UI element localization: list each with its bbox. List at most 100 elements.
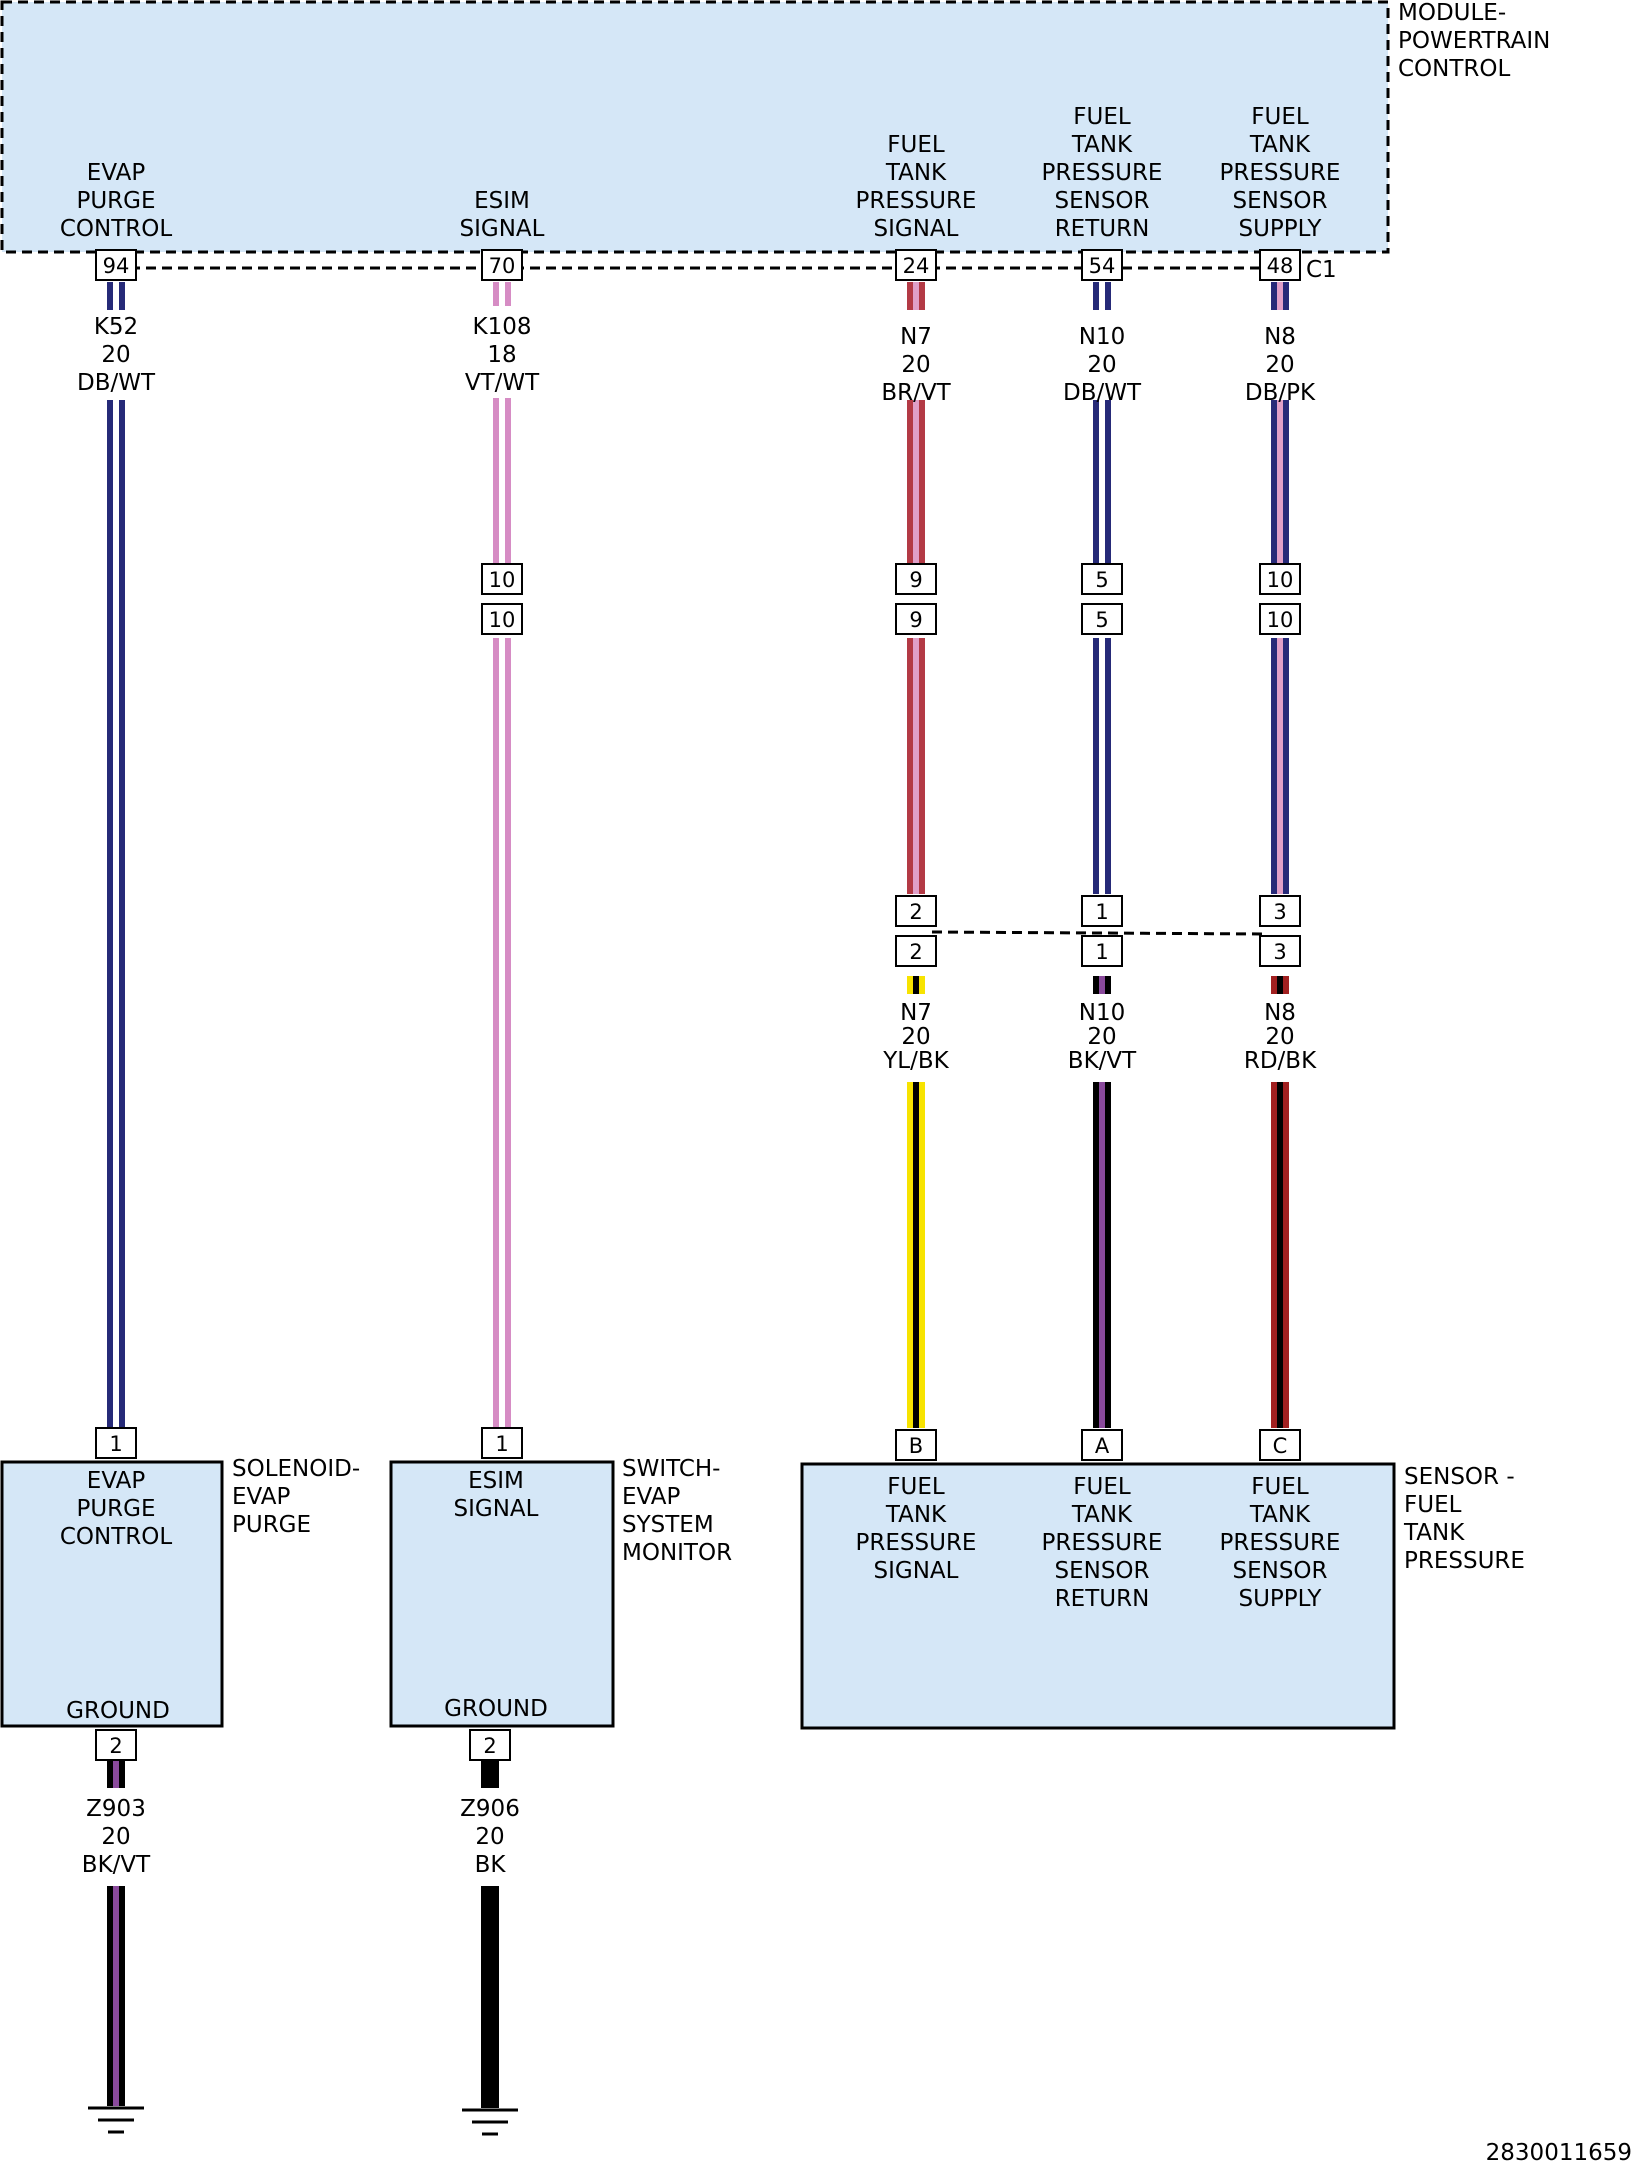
inline-connector-2-pin — [895, 895, 937, 927]
sensor-name: SENSOR - — [1404, 1464, 1515, 1490]
wire-z903-tracer — [113, 1886, 119, 2106]
pcm-pin-label: TANK — [1071, 132, 1133, 158]
wire-n8-upper-tracer — [1277, 400, 1283, 564]
pcm-pin-label: SIGNAL — [874, 216, 959, 242]
circuit-label: DB/WT — [77, 370, 156, 396]
switch-pin-1-label: 1 — [495, 1432, 508, 1456]
diagram-labels: MODULE-POWERTRAINCONTROLC1EVAPPURGECONTR… — [60, 0, 1632, 2166]
wire-n8-upper-tracer — [1277, 282, 1283, 310]
inline-connector-line — [931, 930, 1265, 936]
sensor-pin-C — [1259, 1429, 1301, 1461]
inline-connector-1-pin-label: 9 — [909, 608, 922, 632]
inline-connector-2-pin — [1081, 895, 1123, 927]
circuit-label: 20 — [1265, 1024, 1294, 1050]
ground-circuit-label: 20 — [101, 1824, 130, 1850]
wire-n10-upper-tracer — [1099, 282, 1105, 310]
pcm-pin-label: PRESSURE — [856, 188, 977, 214]
inline-connector-2-pin-label: 2 — [909, 900, 922, 924]
switch-pin-1 — [481, 1427, 523, 1459]
inline-connector-1-pin — [481, 563, 523, 595]
circuit-label: N7 — [900, 1000, 932, 1026]
circuit-label: 20 — [901, 352, 930, 378]
wire-z906 — [481, 1760, 499, 1788]
pcm-name: POWERTRAIN — [1398, 28, 1550, 54]
ground-circuit-label: Z903 — [86, 1796, 146, 1822]
solenoid-pin-2 — [95, 1729, 137, 1761]
inline-connector-2-pin-label: 1 — [1095, 900, 1108, 924]
wire-k52-tracer — [113, 400, 119, 1428]
inline-connector-2-pin-label: 3 — [1273, 900, 1286, 924]
wire-n8-lower-tracer — [1277, 976, 1283, 994]
inline-connector-2-pin — [1259, 895, 1301, 927]
wire-n7-upper-tracer — [913, 400, 919, 564]
wire-z906 — [481, 1886, 499, 2108]
inline-connector-1-pin — [895, 603, 937, 635]
pcm-pin-label: SENSOR — [1232, 188, 1327, 214]
ground-circuit-label: Z906 — [460, 1796, 520, 1822]
inline-connector-1-pin — [1259, 563, 1301, 595]
switch-signal-label: SIGNAL — [454, 1496, 539, 1522]
inline-connector-1-pin-label: 10 — [1267, 608, 1294, 632]
switch-signal-label: ESIM — [468, 1468, 524, 1494]
pcm-pin-label: PRESSURE — [1042, 160, 1163, 186]
inline-connector-2-pin-label: 2 — [909, 940, 922, 964]
circuit-label: BK/VT — [1068, 1048, 1137, 1074]
sensor-pin-B — [895, 1429, 937, 1461]
switch-pin-2-label: 2 — [483, 1734, 496, 1758]
wire-n7-upper-tracer — [913, 282, 919, 310]
inline-connector-1-pin-label: 5 — [1095, 608, 1108, 632]
inline-connector-1-pin-label: 10 — [1267, 568, 1294, 592]
circuit-label: K108 — [473, 314, 532, 340]
sensor-pin-C-label: C — [1273, 1434, 1288, 1458]
sensor-pin-A — [1081, 1429, 1123, 1461]
pcm-pin-label: FUEL — [1251, 104, 1309, 130]
circuit-label: 20 — [101, 342, 130, 368]
inline-connector-1-pin-label: 10 — [489, 568, 516, 592]
pcm-pin-70-label: 70 — [489, 254, 516, 278]
inline-connector-1-pin — [1081, 603, 1123, 635]
inline-connector-2-pin — [1259, 935, 1301, 967]
inline-connector-1-pin — [1081, 563, 1123, 595]
pcm-pin-24-label: 24 — [903, 254, 930, 278]
wire-harness — [107, 282, 1289, 2108]
circuit-label: RD/BK — [1244, 1048, 1317, 1074]
circuit-label: N10 — [1079, 324, 1125, 350]
pcm-pin-48-label: 48 — [1267, 254, 1294, 278]
circuit-label: VT/WT — [465, 370, 540, 396]
sensor-fuel-tank-pressure — [800, 1462, 1396, 1730]
sensor-pin-A-label: A — [1095, 1434, 1110, 1458]
circuit-label: 20 — [901, 1024, 930, 1050]
sensor-pin-label: PRESSURE — [1042, 1530, 1163, 1556]
switch-pin-2 — [469, 1729, 511, 1761]
pcm-pin-label: RETURN — [1055, 216, 1150, 242]
pcm-pin-94-label: 94 — [103, 254, 130, 278]
sensor-pin-label: TANK — [1071, 1502, 1133, 1528]
sensor-pin-label: FUEL — [887, 1474, 945, 1500]
sensor-pin-label: RETURN — [1055, 1586, 1150, 1612]
pcm-pin-label: PRESSURE — [1220, 160, 1341, 186]
pcm-pin-label: CONTROL — [60, 216, 173, 242]
solenoid-evap-purge — [0, 1460, 224, 1728]
inline-connector-1-pin-label: 5 — [1095, 568, 1108, 592]
wire-n7-upper-tracer — [913, 638, 919, 894]
pcm-name: CONTROL — [1398, 56, 1511, 82]
circuit-label: N10 — [1079, 1000, 1125, 1026]
inline-connector-1-pin — [481, 603, 523, 635]
solenoid-ground-label: GROUND — [66, 1698, 170, 1724]
pin-connectors — [95, 249, 1301, 1761]
solenoid-pin-1-label: 1 — [109, 1432, 122, 1456]
wire-k108-tracer — [499, 638, 505, 1428]
sensor-name: FUEL — [1404, 1492, 1462, 1518]
ground-symbols — [88, 2106, 518, 2136]
pcm-pin-label: FUEL — [887, 132, 945, 158]
wire-k52-tracer — [113, 282, 119, 310]
wire-k108-tracer — [499, 282, 505, 306]
pcm-pin-94 — [95, 249, 137, 281]
wire-n7-lower-tracer — [913, 976, 919, 994]
inline-connector-2-pin-label: 1 — [1095, 940, 1108, 964]
solenoid-signal-label: EVAP — [87, 1468, 146, 1494]
circuit-label: DB/PK — [1245, 380, 1316, 406]
solenoid-name: SOLENOID- — [232, 1456, 360, 1482]
circuit-label: BR/VT — [881, 380, 951, 406]
